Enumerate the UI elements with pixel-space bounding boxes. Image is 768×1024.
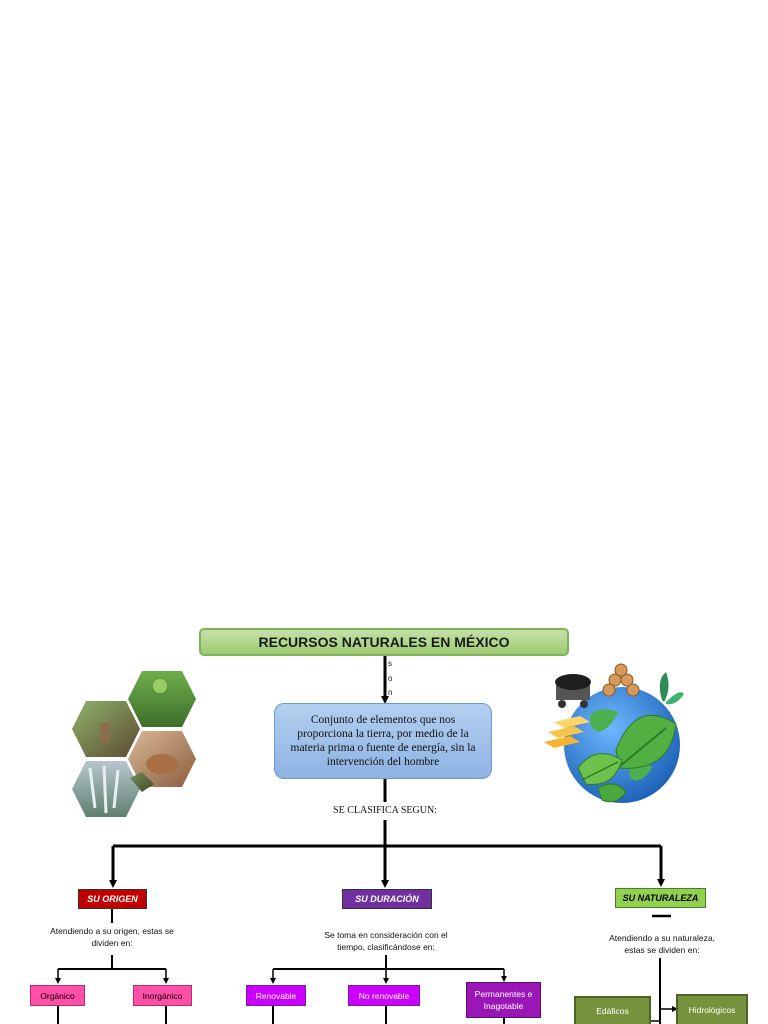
duracion-description: Se toma en consideración con el tiempo, … (324, 930, 448, 952)
connector-letter-n: n (388, 688, 393, 697)
leaf-edaficos: Edáficos (574, 996, 651, 1024)
category-naturaleza: SU NATURALEZA (615, 888, 706, 908)
origen-description: Atendiendo a su origen, estas se dividen… (50, 926, 174, 948)
leaf-renovable: Renovable (246, 985, 306, 1006)
leaf-organico: Orgánico (30, 985, 85, 1006)
leaf-inorganico: Inorgánico (133, 985, 192, 1006)
classify-label: SE CLASIFICA SEGUN: (333, 805, 437, 816)
connector-letter-s: s (388, 659, 392, 668)
leaf-no-renovable: No renovable (348, 985, 420, 1006)
leaf-permanentes: Permanentes e Inagotable (466, 982, 541, 1018)
diagram-title: RECURSOS NATURALES EN MÉXICO (199, 628, 569, 656)
globe-with-resources-icon (540, 660, 690, 815)
connector-letter-o: o (388, 674, 393, 683)
category-duracion: SU DURACIÓN (342, 889, 432, 909)
hexagon-photo-collage-icon (70, 668, 202, 835)
naturaleza-description: Atendiendo a su naturaleza, estas se div… (609, 933, 715, 955)
leaf-hidrologicos: Hidrológicos (676, 994, 748, 1024)
category-origen: SU ORIGEN (78, 889, 147, 909)
definition-box: Conjunto de elementos que nos proporcion… (274, 703, 492, 779)
